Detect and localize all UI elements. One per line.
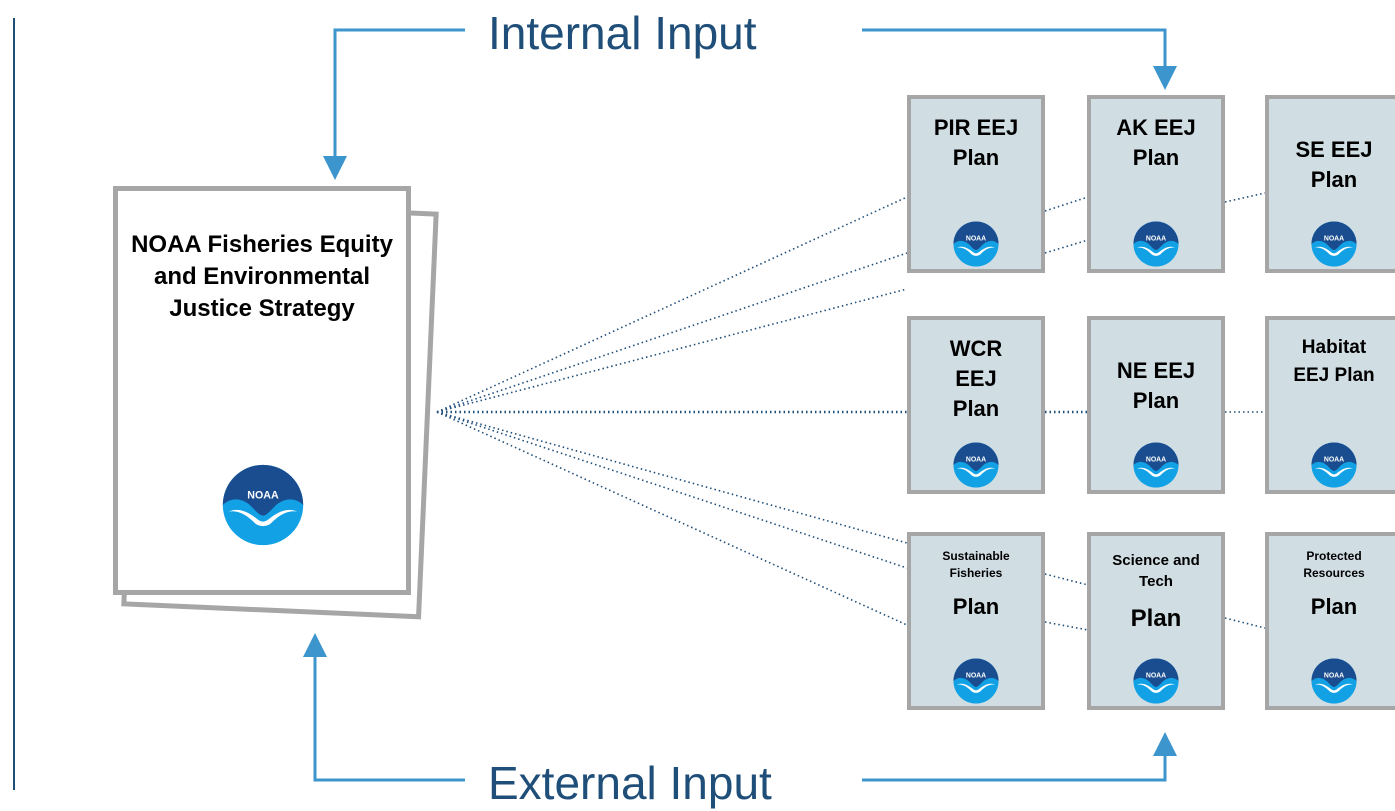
noaa-logo-text: NOAA [966,456,986,463]
noaa-logo-icon: NOAA [222,464,304,546]
connector-sf-st-2 [1044,621,1089,631]
fanout-line-2 [436,252,908,413]
noaa-logo-text: NOAA [1324,456,1344,463]
plan-title: Plan [1130,605,1182,632]
plan-subtitle: Sustainable Fisheries [942,549,1010,580]
noaa-logo-icon: NOAA [953,658,999,704]
external-arrow-right [862,732,1177,782]
plan-title: Habitat EEJ Plan [1293,337,1375,386]
plan-title: NE EEJ Plan [1116,358,1196,413]
internal-arrow-left [323,28,465,180]
connector-ak-se [1224,192,1266,203]
plan-title: Plan [1310,594,1358,619]
noaa-logo-icon: NOAA [1311,221,1357,267]
fanout-line-3 [436,288,908,413]
external-input-label: External Input [488,757,772,809]
fanout-line-5 [436,411,908,544]
left-divider [13,18,15,790]
noaa-logo-text: NOAA [1324,235,1344,242]
connector-st-pr [1224,617,1266,629]
noaa-logo-icon: NOAA [1311,658,1357,704]
plan-title: SE EEJ Plan [1295,137,1373,192]
plan-title: AK EEJ Plan [1116,115,1196,170]
noaa-logo-text: NOAA [1146,235,1166,242]
strategy-document: NOAA Fisheries Equity and Environmental … [113,186,411,595]
input-arrows [303,28,1177,782]
internal-input-label: Internal Input [488,7,757,59]
internal-arrow-right [862,28,1177,90]
noaa-logo-icon: NOAA [1133,442,1179,488]
strategy-title: NOAA Fisheries Equity and Environmental … [131,231,393,322]
connector-sf-st-1 [1044,573,1089,586]
fanout-line-7 [436,411,908,626]
fanout-line-6 [436,411,908,569]
noaa-logo-text: NOAA [966,235,986,242]
plan-subtitle: Protected Resources [1303,549,1365,580]
noaa-logo-text: NOAA [1146,456,1166,463]
noaa-logo-text: NOAA [247,489,279,501]
noaa-logo-icon: NOAA [1133,658,1179,704]
noaa-logo-icon: NOAA [1311,442,1357,488]
noaa-logo-text: NOAA [1324,672,1344,679]
noaa-logo-icon: NOAA [953,221,999,267]
plan-title: Plan [952,594,1000,619]
connector-pir-ak-1 [1044,196,1089,212]
noaa-logo-icon: NOAA [953,442,999,488]
connector-pir-ak-2 [1044,239,1089,254]
noaa-logo-icon: NOAA [1133,221,1179,267]
fanout-lines [436,192,1266,631]
noaa-logo-text: NOAA [966,672,986,679]
plan-subtitle: Science and Tech [1112,552,1200,590]
noaa-logo-text: NOAA [1146,672,1166,679]
plan-title: WCR EEJ Plan [949,336,1003,421]
fanout-line-1 [436,196,908,413]
plan-title: PIR EEJ Plan [933,115,1019,170]
external-arrow-left [303,633,465,782]
